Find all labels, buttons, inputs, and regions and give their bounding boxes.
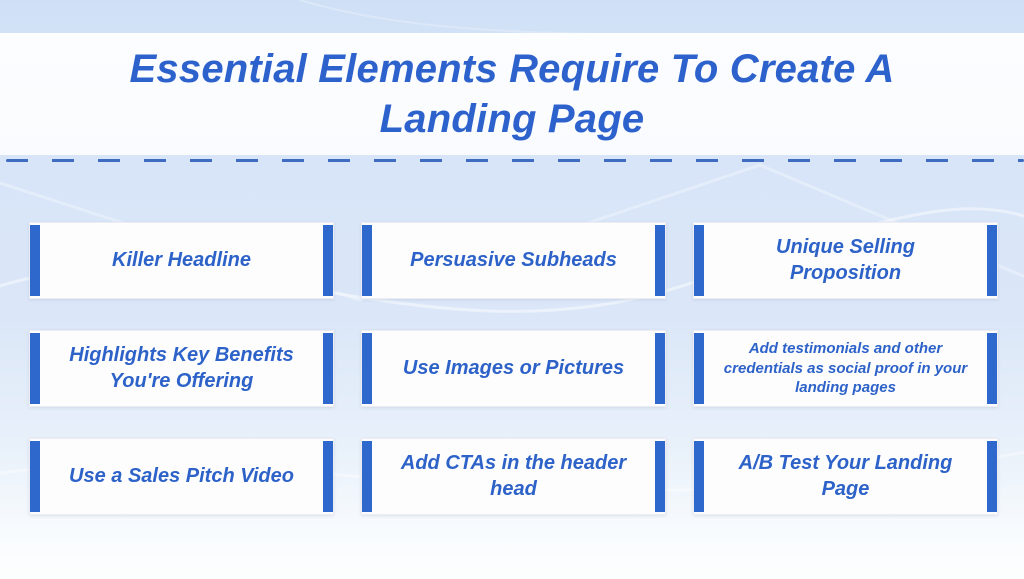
card-label: Persuasive Subheads — [410, 248, 617, 271]
accent-bar-left — [694, 333, 704, 404]
card-label: Unique Selling Proposition — [776, 235, 915, 284]
card-persuasive-subheads: Persuasive Subheads — [361, 222, 666, 299]
page-title-line-1: Essential Elements Require To Create A — [129, 47, 895, 91]
card-label: Highlights Key Benefits You're Offering — [69, 343, 294, 392]
accent-bar-left — [362, 333, 372, 404]
accent-bar-right — [987, 225, 997, 296]
accent-bar-right — [323, 441, 333, 512]
accent-bar-left — [362, 225, 372, 296]
card-label: Use Images or Pictures — [402, 356, 625, 379]
card-add-testimonials: Add testimonials and other credentials a… — [693, 330, 998, 407]
accent-bar-right — [987, 441, 997, 512]
page-title: Essential Elements Require To Create A L… — [130, 44, 895, 144]
card-use-images-or-pictures: Use Images or Pictures — [361, 330, 666, 407]
accent-bar-right — [323, 333, 333, 404]
accent-bar-right — [323, 225, 333, 296]
card-unique-selling-proposition: Unique Selling Proposition — [693, 222, 998, 299]
accent-bar-left — [30, 441, 40, 512]
card-sales-pitch-video: Use a Sales Pitch Video — [29, 438, 334, 515]
title-band: Essential Elements Require To Create A L… — [0, 33, 1024, 155]
accent-bar-left — [30, 225, 40, 296]
accent-bar-right — [655, 333, 665, 404]
card-label: Add CTAs in the header head — [400, 451, 627, 500]
accent-bar-right — [987, 333, 997, 404]
card-label: Killer Headline — [112, 248, 251, 271]
card-label: Use a Sales Pitch Video — [69, 464, 294, 487]
card-add-ctas: Add CTAs in the header head — [361, 438, 666, 515]
card-ab-test-landing-page: A/B Test Your Landing Page — [693, 438, 998, 515]
accent-bar-left — [30, 333, 40, 404]
accent-bar-left — [694, 225, 704, 296]
card-highlights-key-benefits: Highlights Key Benefits You're Offering — [29, 330, 334, 407]
card-killer-headline: Killer Headline — [29, 222, 334, 299]
card-label: A/B Test Your Landing Page — [738, 451, 953, 500]
page-title-line-2: Landing Page — [379, 97, 645, 141]
dashed-divider — [6, 159, 1024, 162]
accent-bar-left — [694, 441, 704, 512]
accent-bar-left — [362, 441, 372, 512]
accent-bar-right — [655, 441, 665, 512]
cards-grid: Killer Headline Persuasive Subheads Uniq… — [29, 222, 998, 515]
accent-bar-right — [655, 225, 665, 296]
card-label: Add testimonials and other credentials a… — [723, 340, 968, 397]
